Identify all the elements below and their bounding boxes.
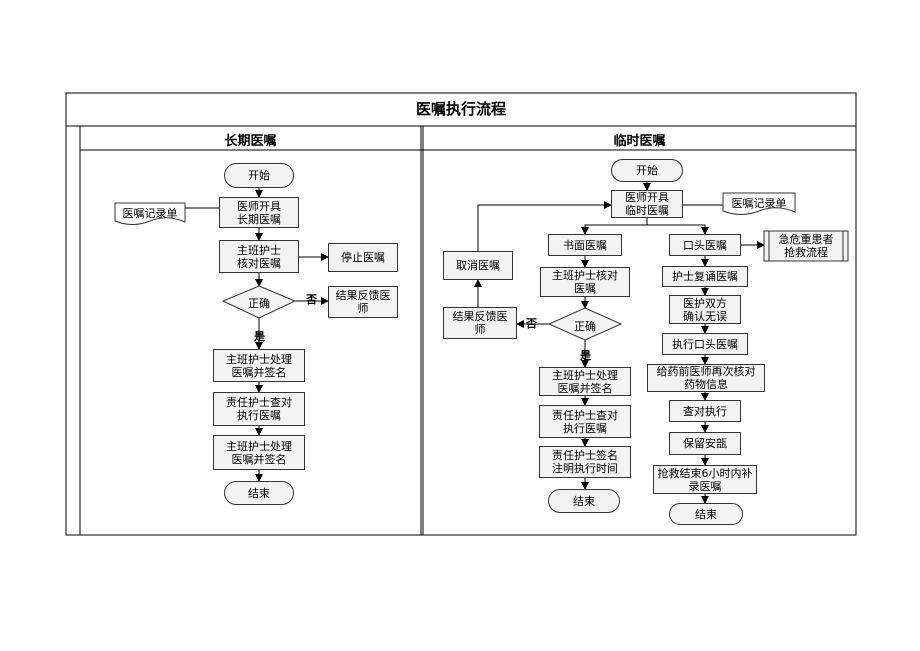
- right-feedback-node: 结果反馈医 师: [443, 307, 517, 339]
- left-no-label: 否: [306, 293, 317, 306]
- written-execute-node: 责任护士查对 执行医嘱: [539, 405, 631, 438]
- right-start-node: 开始: [611, 159, 683, 182]
- left-check-order-node: 主班护士 核对医嘱: [219, 240, 299, 273]
- oral-repeat-node: 护士复诵医嘱: [662, 266, 748, 287]
- right-connectors: [474, 182, 765, 504]
- left-connectors: [185, 188, 329, 482]
- left-start-node: 开始: [224, 163, 294, 188]
- cancel-order-node: 取消医嘱: [443, 251, 513, 280]
- written-sign-time-node: 责任护士签名 注明执行时间: [539, 446, 631, 478]
- left-execute-node: 责任护士查对 执行医嘱: [213, 392, 305, 426]
- lane-title-temporary: 临时医嘱: [613, 134, 666, 149]
- written-check-node: 主班护士核对 医嘱: [540, 267, 630, 297]
- written-order-node: 书面医嘱: [548, 234, 622, 256]
- left-end-node: 结束: [224, 481, 294, 505]
- left-document-shape: [114, 202, 186, 225]
- right-document-shape: [722, 192, 796, 215]
- emergency-process-label: 急危重患者 抢救流程: [778, 233, 834, 259]
- left-process-sign-node: 主班护士处理 医嘱并签名: [213, 349, 305, 382]
- page-title: 医嘱执行流程: [415, 100, 506, 118]
- left-yes-label: 是: [254, 330, 265, 343]
- left-record-doc-label: 医嘱记录单: [122, 207, 178, 220]
- oral-confirm-node: 医护双方 确认无误: [669, 295, 741, 324]
- oral-recheck-drug-node: 给药前医师再次核对 药物信息: [647, 364, 765, 392]
- right-decision-label: 正确: [574, 320, 596, 333]
- left-decision-label: 正确: [248, 297, 270, 310]
- outer-frame: [65, 92, 857, 536]
- emergency-process-shape: [763, 230, 849, 262]
- oral-end-node: 结束: [669, 503, 743, 525]
- left-decision-diamond: [221, 285, 297, 319]
- left-feedback-node: 结果反馈医 师: [328, 286, 398, 318]
- oral-execute-node: 执行口头医嘱: [662, 333, 748, 355]
- oral-keep-ampoule-node: 保留安瓿: [669, 432, 741, 455]
- right-decision-diamond: [547, 307, 623, 341]
- right-yes-label: 是: [580, 349, 591, 362]
- left-doctor-order-node: 医师开具 长期医嘱: [219, 197, 299, 228]
- oral-supplement-record-node: 抢救结束6小时内补 录医嘱: [653, 465, 757, 494]
- right-doctor-order-node: 医师开具 临时医嘱: [611, 190, 683, 218]
- oral-order-node: 口头医嘱: [669, 234, 741, 256]
- right-no-label: 否: [526, 317, 537, 330]
- lane-title-long-term: 长期医嘱: [224, 134, 277, 149]
- oral-check-execute-node: 查对执行: [669, 400, 741, 422]
- left-stop-order-node: 停止医嘱: [328, 243, 398, 272]
- right-record-doc-label: 医嘱记录单: [731, 197, 787, 210]
- left-process-sign-node-2: 主班护士处理 医嘱并签名: [213, 435, 305, 470]
- written-end-node: 结束: [548, 489, 620, 513]
- written-process-sign-node: 主班护士处理 医嘱并签名: [539, 367, 631, 396]
